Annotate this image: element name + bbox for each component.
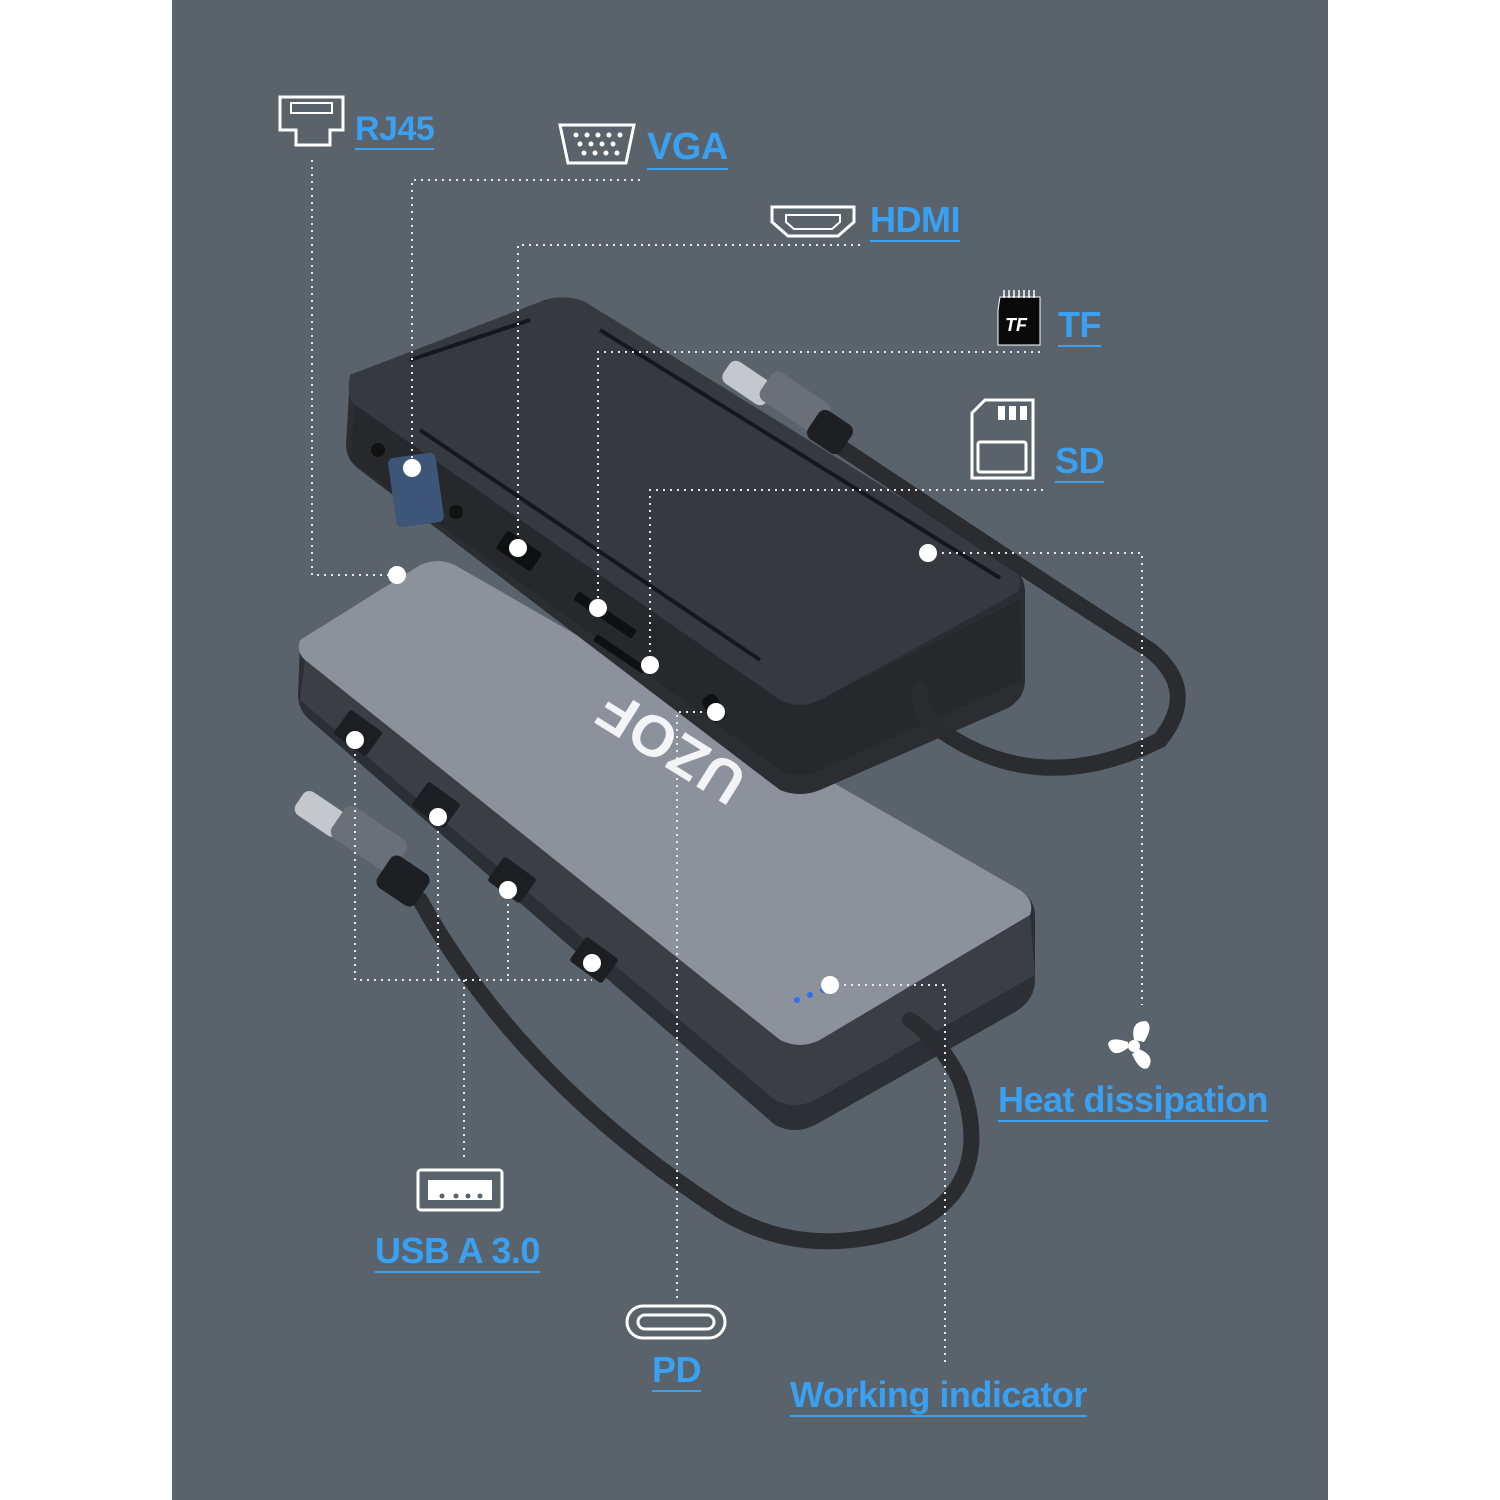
- tf-label: TF: [1058, 304, 1101, 347]
- vga-port-icon: [558, 123, 636, 165]
- heat-dissipation-label: Heat dissipation: [998, 1079, 1269, 1122]
- hub-top-unit: [346, 297, 1025, 794]
- usb-c-cable-bottom: [294, 790, 980, 1250]
- sd-card-icon: [970, 398, 1035, 480]
- hdmi-port-icon: [770, 205, 856, 238]
- hdmi-label: HDMI: [870, 199, 961, 242]
- vga-label: VGA: [647, 126, 728, 170]
- working-indicator-label: Working indicator: [790, 1374, 1087, 1417]
- fan-icon: [1108, 1021, 1151, 1069]
- leader-lines: [311, 160, 1143, 1365]
- usb-a-port-icon: [416, 1168, 504, 1212]
- usb-a-label: USB A 3.0: [375, 1230, 540, 1273]
- tf-card-icon: [997, 290, 1041, 346]
- sd-label: SD: [1055, 440, 1105, 483]
- leader-dots: [346, 459, 937, 994]
- pd-label: PD: [652, 1349, 702, 1392]
- tf-card-icon-text: TF: [1005, 315, 1027, 335]
- rj45-label: RJ45: [355, 110, 435, 150]
- usb-c-cable-top: [722, 360, 1186, 776]
- usb-c-port-icon: [625, 1304, 727, 1340]
- ethernet-port-icon: [278, 95, 345, 147]
